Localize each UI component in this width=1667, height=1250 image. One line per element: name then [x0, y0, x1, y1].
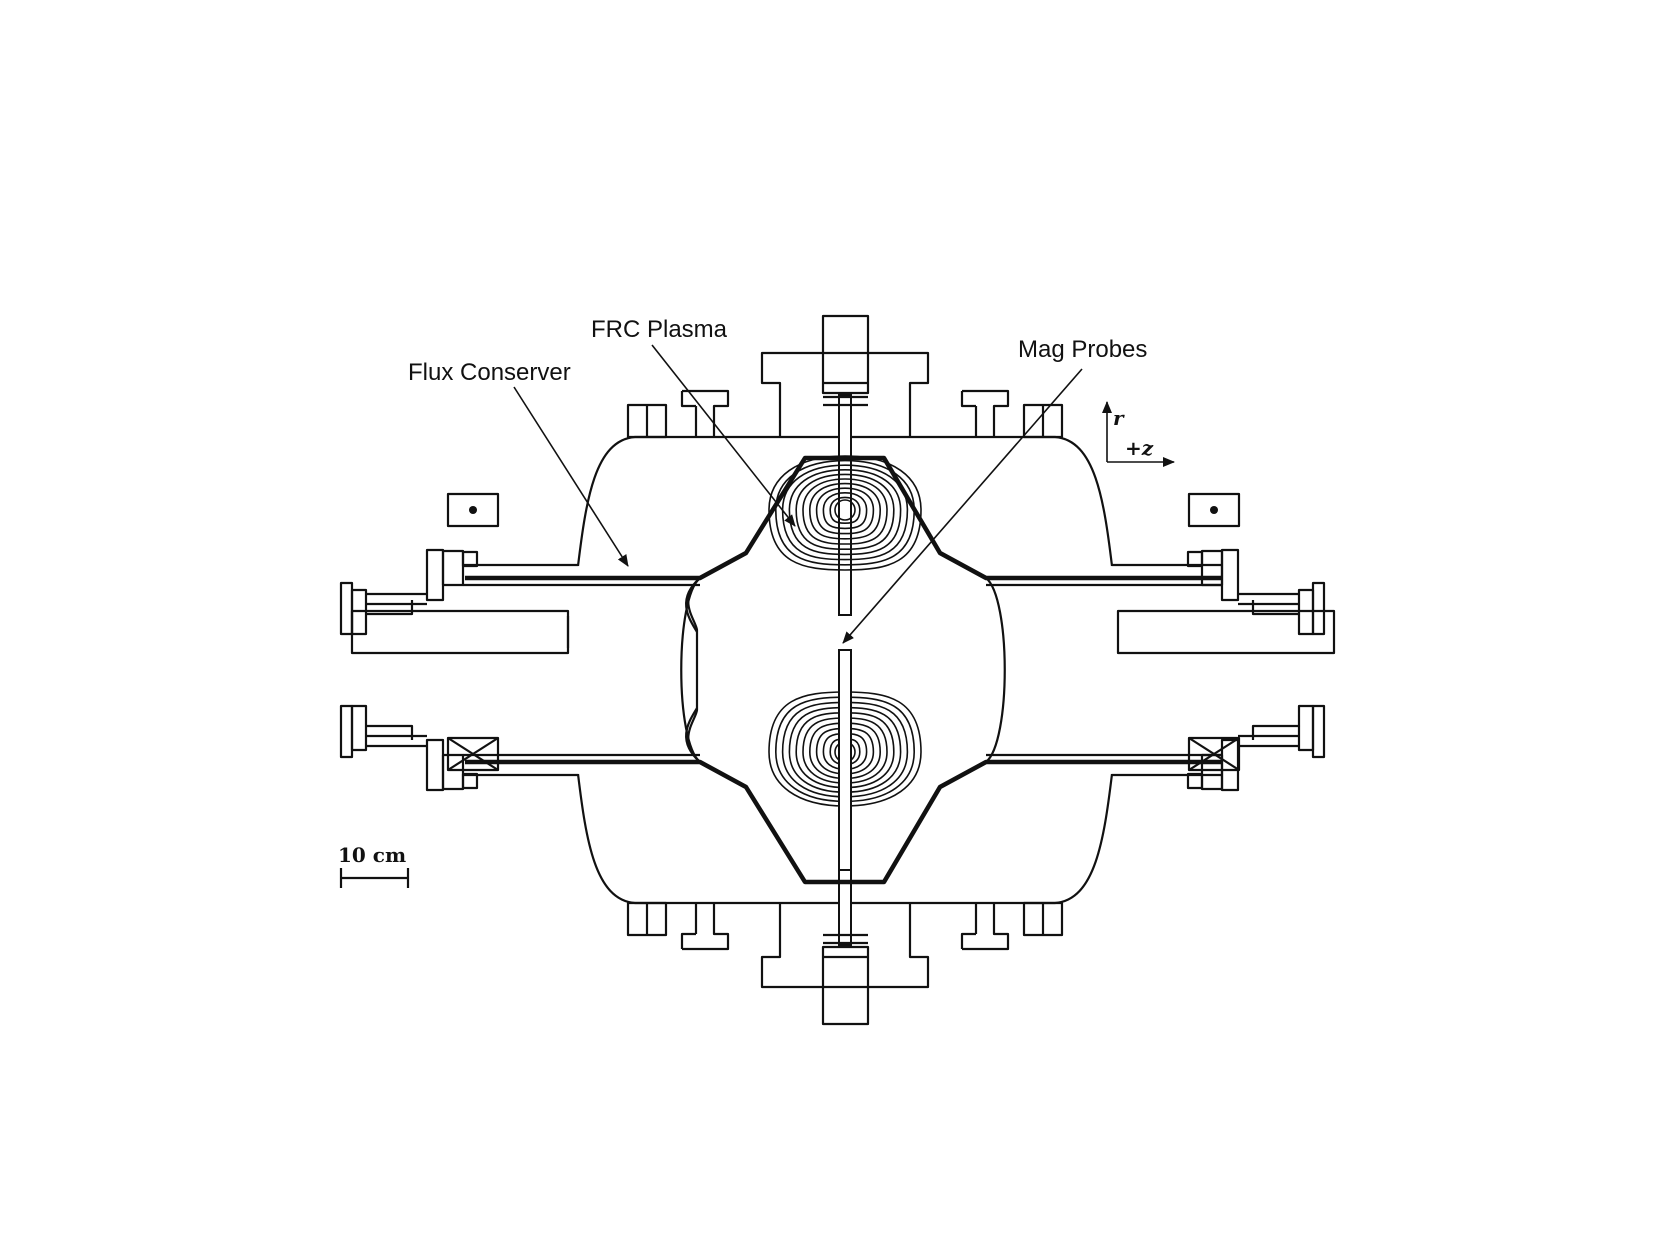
flux-surface	[788, 468, 902, 556]
flux-surface	[822, 491, 868, 530]
frc-plasma-leader	[651, 344, 796, 527]
plasma-envelope	[687, 577, 701, 763]
left-inner-electrode	[350, 609, 570, 655]
coil-top-right	[1187, 492, 1241, 528]
flux-surface	[795, 473, 895, 551]
coordinate-axes: r +z	[1102, 401, 1175, 467]
mag-probes-label: Mag Probes	[1018, 336, 1147, 363]
plasma-envelope-outer	[680, 577, 701, 763]
flux-surface	[774, 696, 916, 803]
flux-surface	[815, 727, 875, 775]
flux-surface	[768, 455, 922, 571]
flux-surface	[774, 459, 916, 566]
magnetic-axis	[834, 499, 856, 521]
flux-surface	[768, 691, 922, 807]
flux-surface	[829, 496, 861, 525]
flux-surface	[822, 732, 868, 771]
flux-surface	[781, 701, 909, 798]
z-axis-label: +z	[1125, 436, 1154, 460]
flux-surface	[795, 711, 895, 789]
flux-surface	[781, 464, 909, 561]
frc-plasma-label: FRC Plasma	[591, 316, 728, 343]
vessel-bottom-half	[341, 706, 1324, 1024]
flux-surface	[808, 722, 882, 780]
frc-flux-surfaces-bottom	[768, 691, 922, 807]
scale-bar: 10 cm	[338, 843, 410, 888]
flux-surface	[808, 482, 882, 540]
flux-surface	[815, 487, 875, 535]
right-inner-electrode	[1116, 609, 1336, 655]
coil-top-left	[446, 492, 500, 528]
flux-surface	[802, 478, 888, 545]
coil-bottom-left	[446, 736, 500, 772]
scale-bar-label: 10 cm	[338, 843, 406, 867]
bottom-probe-shaft	[838, 649, 852, 871]
coil-bottom-right	[1187, 736, 1241, 772]
flux-surface	[788, 706, 902, 794]
flux-surface	[802, 717, 888, 784]
mag-probes-leader	[842, 368, 1083, 644]
flux-conserver-leader	[513, 386, 629, 567]
r-axis-label: r	[1113, 406, 1125, 430]
frc-flux-surfaces-top	[768, 455, 922, 571]
flux-conserver-label: Flux Conserver	[408, 359, 571, 386]
plasma-envelope-right	[985, 577, 1006, 763]
